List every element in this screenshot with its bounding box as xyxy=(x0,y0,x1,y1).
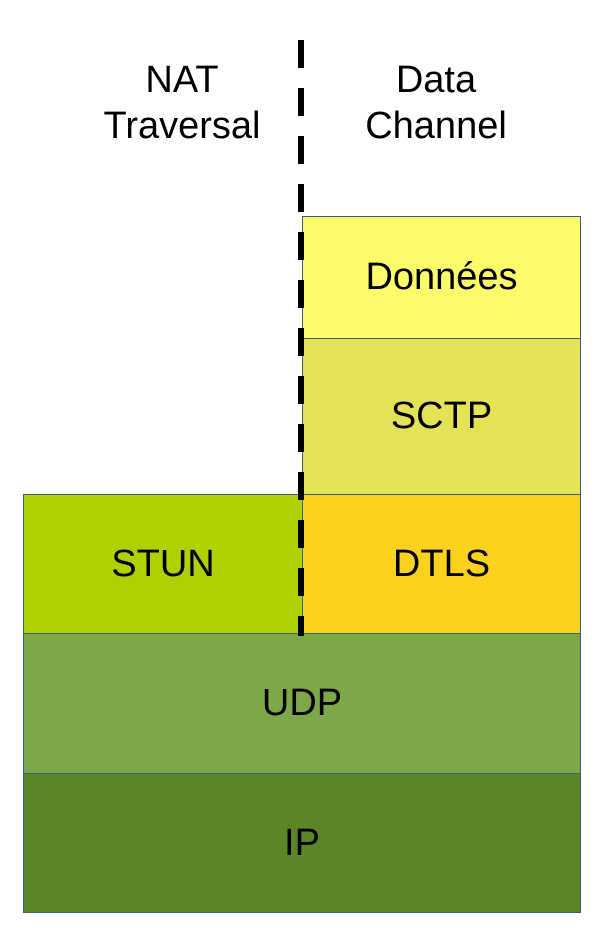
udp-layer-label: UDP xyxy=(261,682,343,724)
ip-layer: IP xyxy=(23,773,581,913)
data-channel-heading-line2: Channel xyxy=(365,105,507,147)
dtls-layer: DTLS xyxy=(302,494,581,634)
ip-layer-label: IP xyxy=(284,821,320,864)
donnees-layer: Données xyxy=(302,216,581,339)
sctp-layer-label: SCTP xyxy=(390,395,493,437)
stun-layer: STUN xyxy=(23,494,303,634)
stun-layer-label: STUN xyxy=(111,542,215,585)
dtls-layer-label: DTLS xyxy=(392,542,491,585)
data-channel-heading-line1: Data xyxy=(395,59,477,101)
nat-traversal-heading-line2: Traversal xyxy=(103,105,261,147)
udp-layer: UDP xyxy=(23,633,581,774)
sctp-layer: SCTP xyxy=(302,338,581,495)
donnees-layer-label: Données xyxy=(365,256,518,298)
nat-traversal-heading: NAT Traversal xyxy=(62,57,302,149)
data-channel-heading: Data Channel xyxy=(316,57,556,149)
nat-traversal-heading-line1: NAT xyxy=(145,59,219,101)
